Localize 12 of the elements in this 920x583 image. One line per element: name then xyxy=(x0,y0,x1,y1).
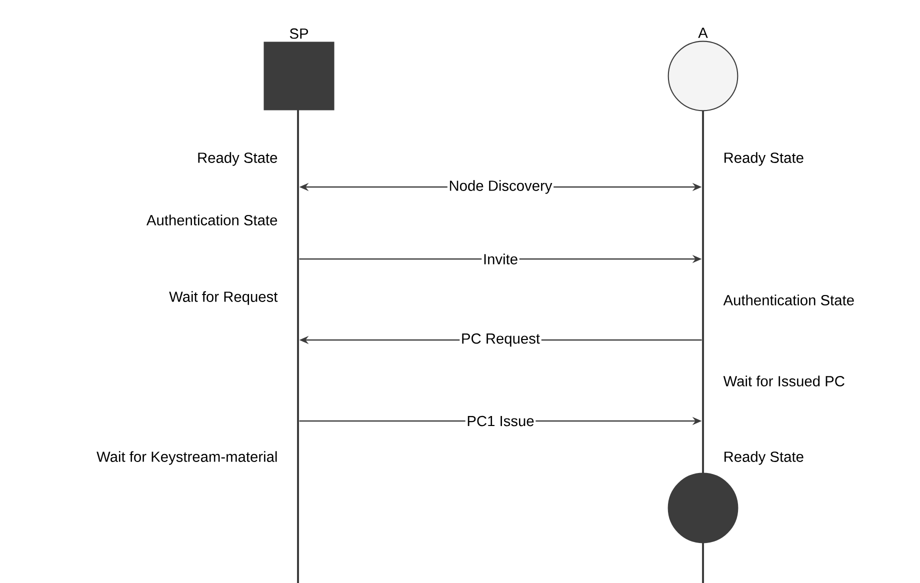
state-label: Authentication State xyxy=(146,214,278,226)
state-label: Wait for Request xyxy=(169,291,278,305)
state-label: Ready State xyxy=(724,451,804,465)
edge-label: PC Request xyxy=(460,332,542,348)
state-label: Ready State xyxy=(198,152,278,166)
edge-label: Invite xyxy=(482,252,520,266)
state-label: Authentication State xyxy=(723,294,854,306)
edge-label: Node Discovery xyxy=(447,178,554,196)
edge-label: PC1 Issue xyxy=(465,414,536,428)
state-label: Wait for Keystream-material xyxy=(96,451,277,465)
state-label: Ready State xyxy=(724,152,804,166)
state-label: Wait for Issued PC xyxy=(723,376,844,386)
